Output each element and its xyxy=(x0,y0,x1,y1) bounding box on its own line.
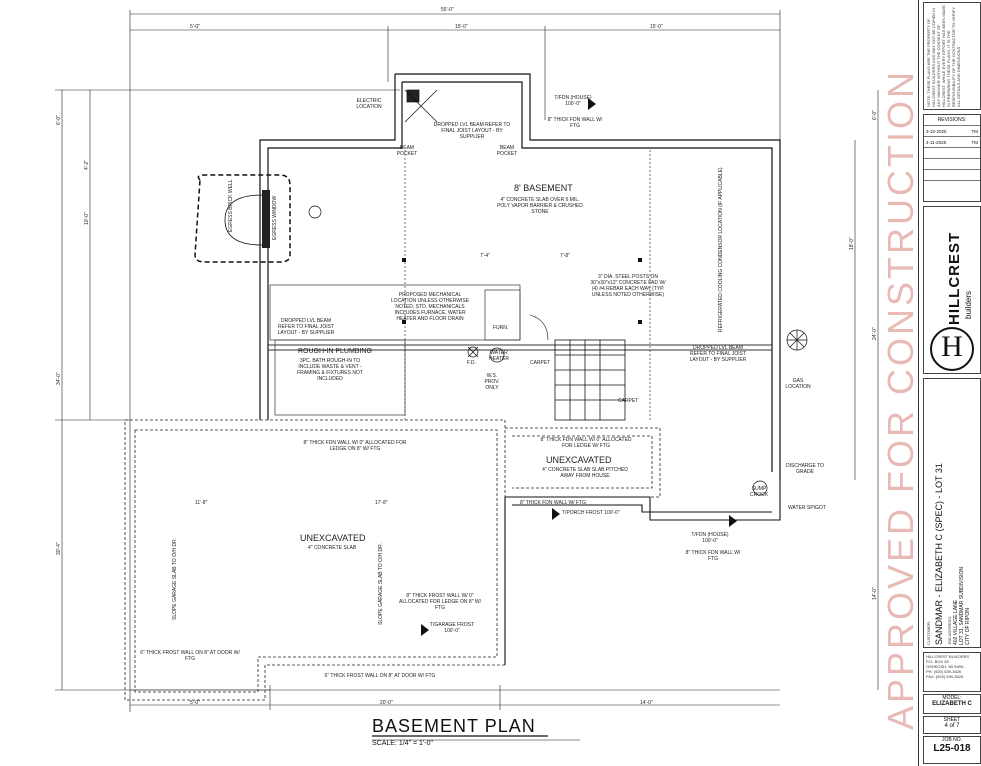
sump-crock-label: SUMP CROCK xyxy=(749,486,769,498)
beam-pocket-top-left: BEAM POCKET xyxy=(396,145,418,157)
slope-garage-left: SLOPE GARAGE SLAB TO O/H DR. xyxy=(172,537,178,620)
logo-mark: H xyxy=(930,327,974,371)
wall-8-garage-note: 8" THICK FDN WALL W/ 0" ALLOCATED FOR LE… xyxy=(303,440,407,452)
company-line: HILLCREST BUILDERS xyxy=(926,654,970,659)
beam-top-note: DROPPED LVL BEAM REFER TO FINAL JOIST LA… xyxy=(433,122,511,140)
dim-top-a: 5'-0" xyxy=(190,24,200,30)
electric-location-note: ELECTRIC LOCATION xyxy=(356,98,382,110)
room-unexcavated-porch: UNEXCAVATED xyxy=(546,455,612,465)
company-line: PH: (920) 539-3626 xyxy=(926,669,962,674)
company-box: HILLCREST BUILDERS P.O. BOX 28 OSHKOSH, … xyxy=(923,652,981,692)
sheet-number: 4 xyxy=(944,723,948,729)
discharge-note: DISCHARGE TO GRADE xyxy=(786,463,824,475)
frost-door-bot-note: 6" THICK FROST WALL ON 8" AT DOOR W/ FTG xyxy=(324,673,436,679)
wall-8-porch-note-b: 8" THICK FDN WALL W/ FTG xyxy=(520,500,587,506)
customer-label: CUSTOMER: xyxy=(926,621,931,645)
beam-left-note: DROPPED LVL BEAM REFER TO FINAL JOIST LA… xyxy=(277,318,335,336)
job-box: JOB NO. L25-018 xyxy=(923,736,981,764)
dim-right-d: 14'-0" xyxy=(872,587,878,600)
egress-well-label: EGRESS BRICK WELL xyxy=(228,179,234,232)
overall-dimension: 55'-0" xyxy=(441,7,454,13)
dim-bot-a: 5'-0" xyxy=(190,700,200,706)
wall-8-bot-note: 8" THICK FDN WALL W/ FTG xyxy=(685,550,741,562)
job-number: L25-018 xyxy=(933,743,971,754)
plan-title: BASEMENT PLAN xyxy=(372,716,536,736)
carpet-label-1: CARPET xyxy=(530,360,551,366)
refrigerator-note: REFRIGERATED COOLING CONDENSOR LOCATION … xyxy=(718,167,724,332)
model-box: MODEL: ELIZABETH C xyxy=(923,694,981,714)
dim-int-b: 7'-4" xyxy=(480,253,490,259)
floor-drain-label: F.D. xyxy=(467,360,476,366)
dim-top-c: 15'-0" xyxy=(650,24,663,30)
tgarage-note: T/GARAGE FROST 100'-0" xyxy=(429,622,475,634)
dim-right-c: 24'-0" xyxy=(872,327,878,340)
dim-int-d: 17'-8" xyxy=(375,500,388,506)
logo-sub: builders xyxy=(964,290,973,319)
project-box: CUSTOMER: SANDMAR - ELIZABETH C (SPEC) -… xyxy=(923,378,981,648)
tporch-note: T/PORCH FROST 100'-0" xyxy=(562,510,620,516)
company-line: P.O. BOX 28 xyxy=(926,659,949,664)
floor-plan-drawing xyxy=(55,10,879,741)
dim-left-d: 34'-0" xyxy=(56,372,62,385)
steel-posts-note: 3" DIA. STEEL POSTS ON 30"x30"x12" CONCR… xyxy=(590,274,666,298)
room-8-basement-note: 4" CONCRETE SLAB OVER 6 MIL. POLY VAPOR … xyxy=(497,197,583,215)
room-unexcavated-garage: UNEXCAVATED xyxy=(300,533,366,543)
sheet-box: SHEET 4 of 7 xyxy=(923,716,981,734)
model-value: ELIZABETH C xyxy=(932,701,972,707)
project-name: SANDMAR - ELIZABETH C (SPEC) - LOT 31 xyxy=(934,463,944,645)
title-block: NOTE: THESE PLANS ARE THE PROPERTY OF HI… xyxy=(918,0,981,766)
dim-left-a: 6'-0" xyxy=(56,115,62,125)
furnace-label: FURN. xyxy=(493,325,509,331)
dim-left-e: 30'-4" xyxy=(56,542,62,555)
dim-left-b: 4'-2" xyxy=(84,160,90,170)
tfdn-house-bot-note: T/FDN (HOUSE) 100'-0" xyxy=(691,532,729,544)
egress-window-label: EGRESS WINDOW xyxy=(272,195,278,240)
dim-top-b: 15'-0" xyxy=(455,24,468,30)
revisions-label: REVISIONS: xyxy=(937,117,967,123)
room-8-basement: 8' BASEMENT xyxy=(514,183,573,193)
room-unexcavated-porch-note: 4" CONCRETE SLAB SLAB PITCHED AWAY FROM … xyxy=(542,467,628,479)
beam-right-note: DROPPED LVL BEAM REFER TO FINAL JOIST LA… xyxy=(689,345,747,363)
dim-int-a: 11'-8" xyxy=(195,500,208,506)
sheet-of: of 7 xyxy=(949,723,960,729)
company-line: FAX: (920) 539-3626 xyxy=(926,674,964,679)
model-label: MODEL: xyxy=(942,695,962,701)
water-heater-label: WATER HEATER xyxy=(489,350,509,362)
job-address-label: JOB ADDRESS: xyxy=(947,615,952,645)
disclaimer-box: NOTE: THESE PLANS ARE THE PROPERTY OF HI… xyxy=(923,2,981,110)
wall-8-porch-note-a: 8" THICK FDN WALL W/ 0" ALLOCATED FOR LE… xyxy=(540,437,632,449)
room-rough-in-plumbing: ROUGH-IN PLUMBING xyxy=(298,348,372,355)
slope-garage-right: SLOPE GARAGE SLAB TO O/H DR. xyxy=(378,542,384,625)
sheet-label: SHEET xyxy=(943,717,961,723)
frost-ledge-note: 8" THICK FROST WALL W/ 0" ALLOCATED FOR … xyxy=(399,593,481,611)
dim-left-c: 10'-0" xyxy=(84,212,90,225)
logo-word: HILLCREST xyxy=(946,231,963,325)
address-line: CITY OF RIPON xyxy=(965,608,971,645)
water-spigot-label: WATER SPIGOT xyxy=(788,505,826,511)
wall-8-top-note: 8" THICK FDN WALL W/ FTG xyxy=(547,117,603,129)
room-rough-in-plumbing-note: 3PC. BATH ROUGH-IN TO INCLUDE WASTE & VE… xyxy=(297,358,363,382)
dim-bot-b: 20'-0" xyxy=(380,700,393,706)
mechanical-note: PROPOSED MECHANICAL LOCATION UNLESS OTHE… xyxy=(390,292,470,322)
gas-location-note: GAS LOCATION xyxy=(785,378,811,390)
logo-box: H HILLCREST builders xyxy=(923,206,981,374)
room-unexcavated-garage-note: 4" CONCRETE SLAB xyxy=(308,545,357,551)
dim-right-b: 18'-0" xyxy=(849,237,855,250)
dim-right-a: 6'-0" xyxy=(872,110,878,120)
frost-door-left-note: 6" THICK FROST WALL ON 8" AT DOOR W/ FTG xyxy=(140,650,240,662)
disclaimer-text: NOTE: THESE PLANS ARE THE PROPERTY OF HI… xyxy=(926,5,961,107)
dim-bot-c: 14'-0" xyxy=(640,700,653,706)
dim-int-c: 7'-8" xyxy=(560,253,570,259)
plan-scale: SCALE: 1/4" = 1'-0" xyxy=(372,740,433,747)
water-softener-label: W.S. PROV. ONLY xyxy=(484,373,500,391)
carpet-label-2: CARPET xyxy=(618,398,639,404)
tfdn-house-top-note: T/FDN (HOUSE) 100'-0" xyxy=(554,95,592,107)
beam-pocket-top-right: BEAM POCKET xyxy=(496,145,518,157)
job-label: JOB NO. xyxy=(941,737,962,743)
company-line: OSHKOSH, WI 5490... xyxy=(926,664,967,669)
